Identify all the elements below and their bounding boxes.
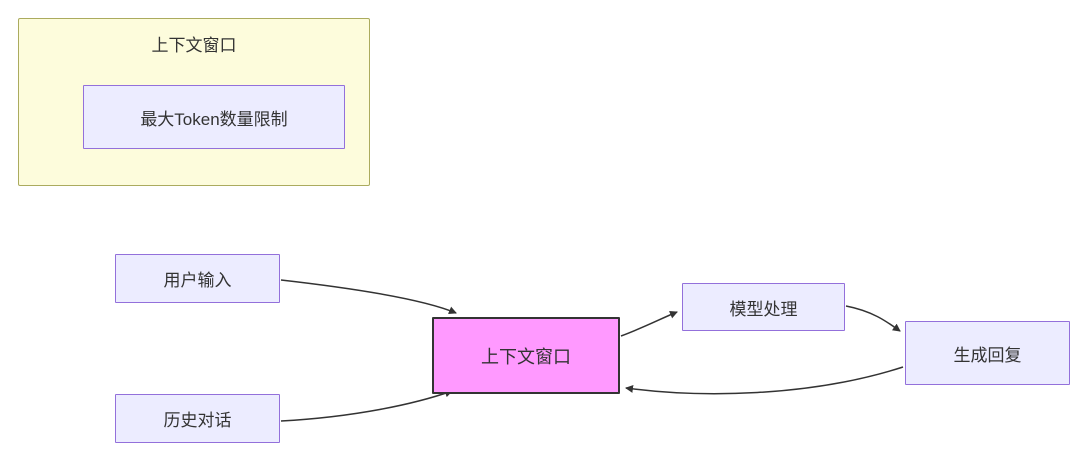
node-history-dialog-label: 历史对话 <box>163 411 232 430</box>
edge-context-to-model <box>620 310 678 337</box>
edge-reply-to-context <box>625 366 904 395</box>
subgraph-title: 上下文窗口 <box>151 36 237 55</box>
node-context-window: 上下文窗口 <box>432 317 620 394</box>
node-max-token-limit: 最大Token数量限制 <box>83 85 345 149</box>
node-generate-reply-label: 生成回复 <box>953 345 1022 365</box>
node-generate-reply: 生成回复 <box>905 321 1070 385</box>
node-user-input: 用户输入 <box>115 254 280 303</box>
node-context-window-label: 上下文窗口 <box>481 346 571 367</box>
node-history-dialog: 历史对话 <box>115 394 280 443</box>
edge-model-to-reply <box>845 305 901 332</box>
node-max-token-limit-label: 最大Token数量限制 <box>140 109 288 129</box>
node-model-processing: 模型处理 <box>682 283 845 331</box>
edge-user-input-to-context <box>280 279 457 314</box>
edge-history-to-context <box>280 389 453 422</box>
subgraph-context-window: 上下文窗口 最大Token数量限制 <box>18 18 370 186</box>
node-model-processing-label: 模型处理 <box>729 299 798 319</box>
node-user-input-label: 用户输入 <box>163 271 232 290</box>
